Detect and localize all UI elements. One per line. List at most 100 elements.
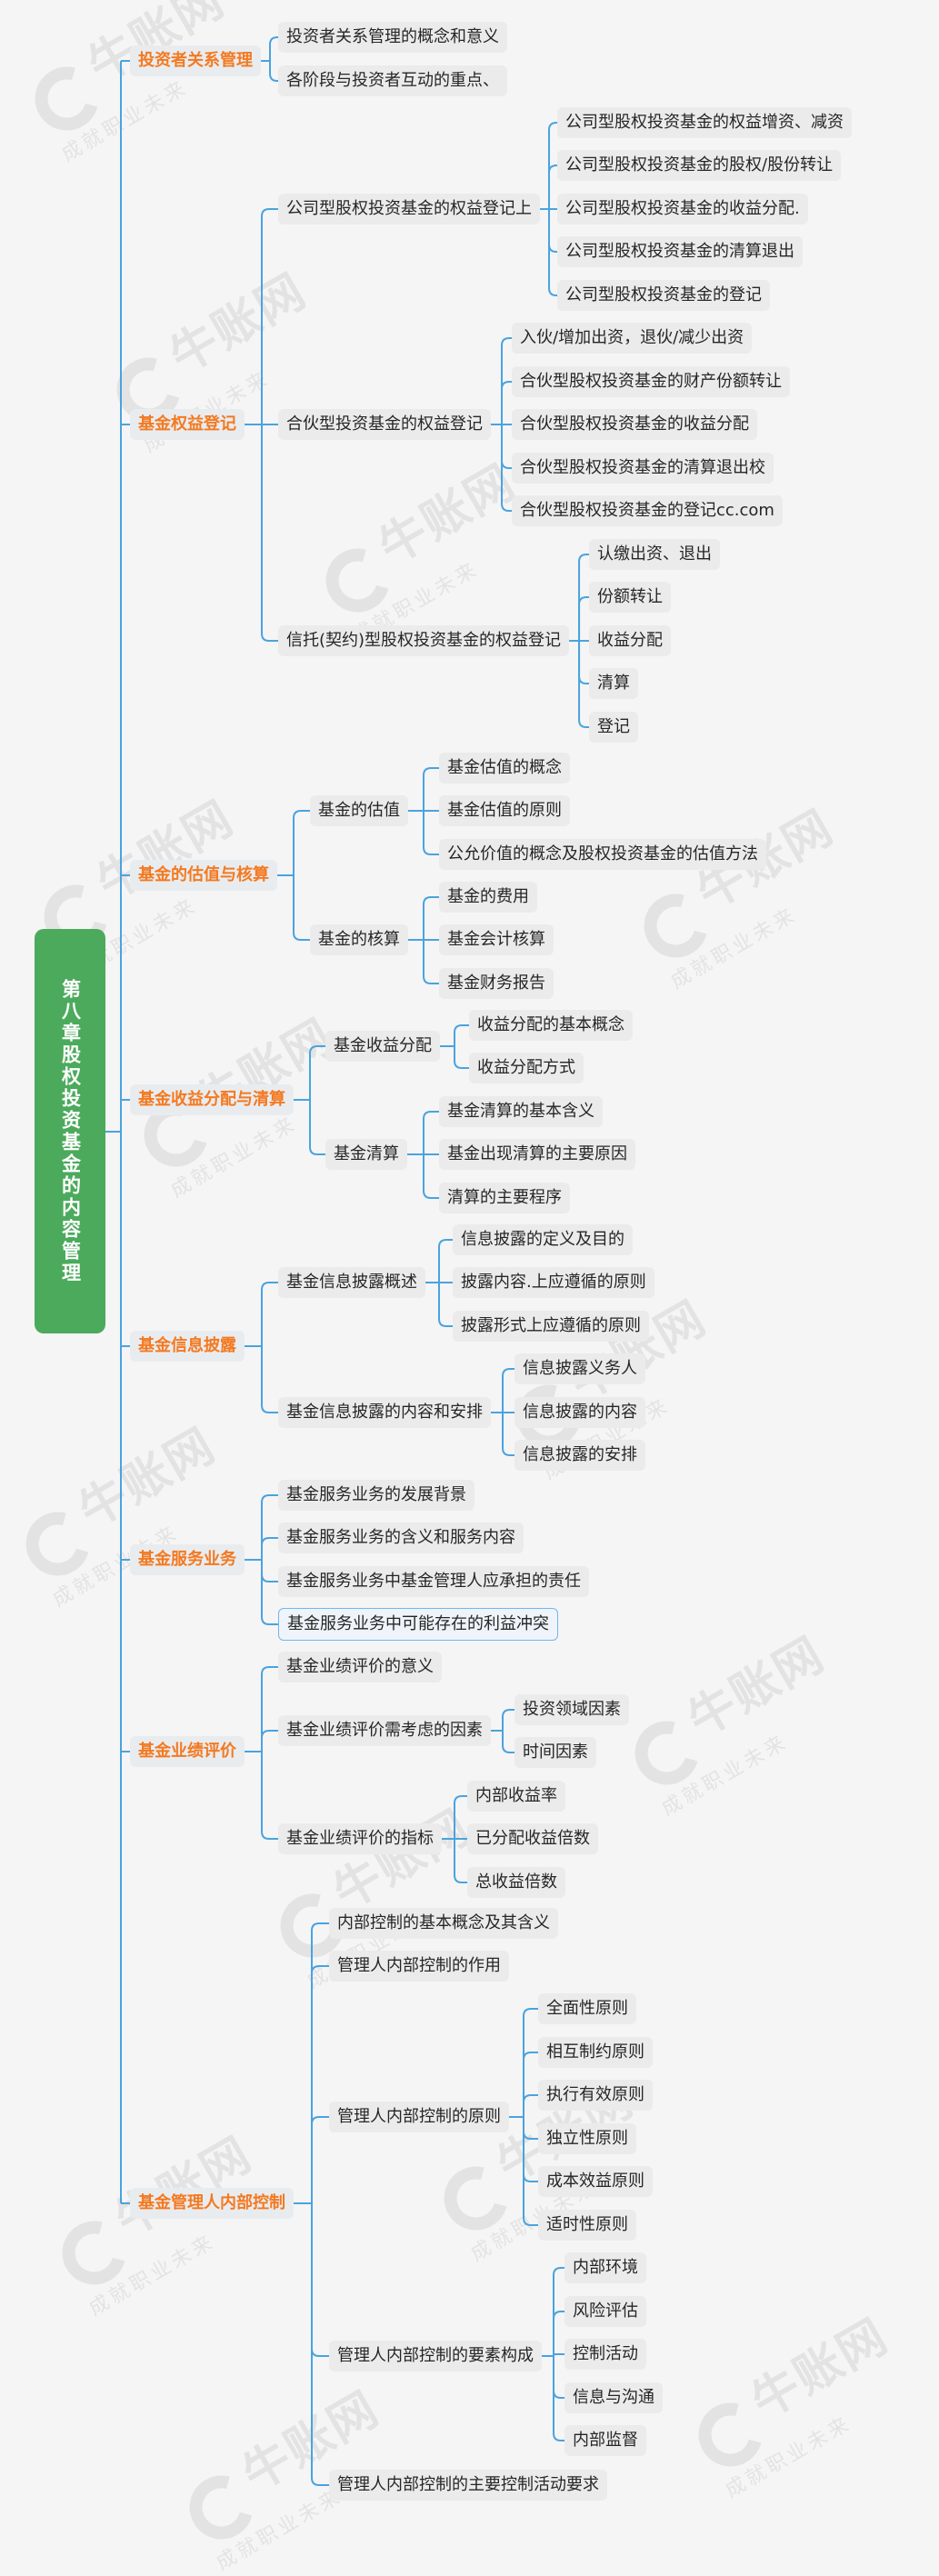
subtopic[interactable]: 管理人内部控制的主要控制活动要求 (329, 2470, 607, 2501)
leaf-topic[interactable]: 收益分配 (589, 625, 671, 656)
branch-connector-link (261, 1560, 278, 1583)
branch-topic[interactable]: 基金服务业务 (130, 1544, 245, 1575)
branch-connector-link (261, 1494, 278, 1560)
subtopic[interactable]: 基金业绩评价的意义 (278, 1652, 442, 1682)
leaf-topic[interactable]: 信息与沟通 (564, 2382, 663, 2413)
leaf-topic[interactable]: 信息披露的安排 (514, 1440, 645, 1471)
leaf-topic[interactable]: 内部环境 (564, 2252, 646, 2283)
branch-topic[interactable]: 基金权益登记 (130, 409, 245, 440)
leaf-topic[interactable]: 合伙型股权投资基金的清算退出校 (512, 453, 774, 484)
subtopic[interactable]: 基金服务业务的含义和服务内容 (278, 1523, 524, 1553)
leaf-topic[interactable]: 全面性原则 (538, 1993, 636, 2024)
leaf-topic[interactable]: 执行有效原则 (538, 2080, 653, 2111)
branch-connector-link (309, 1045, 325, 1100)
subtopic[interactable]: 基金信息披露概述 (278, 1267, 425, 1298)
leaf-topic[interactable]: 独立性原则 (538, 2123, 636, 2154)
leaf-topic[interactable]: 基金出现清算的主要原因 (439, 1139, 635, 1170)
branch-topic[interactable]: 基金业绩评价 (130, 1736, 245, 1767)
leaf-topic[interactable]: 已分配收益倍数 (467, 1823, 598, 1854)
branch-topic[interactable]: 基金信息披露 (130, 1331, 245, 1362)
leaf-topic[interactable]: 合伙型股权投资基金的收益分配 (512, 409, 757, 440)
subtopic-connector-link (553, 2353, 564, 2357)
branch-topic[interactable]: 基金管理人内部控制 (130, 2188, 294, 2219)
branch-topic[interactable]: 投资者关系管理 (130, 45, 261, 76)
subtopic[interactable]: 基金业绩评价需考虑的因素 (278, 1715, 491, 1746)
subtopic-connector-link (578, 554, 589, 641)
subtopic[interactable]: 信托(契约)型股权投资基金的权益登记 (278, 625, 570, 656)
leaf-topic[interactable]: 时间因素 (514, 1737, 596, 1768)
subtopic[interactable]: 基金的核算 (310, 924, 408, 955)
subtopic[interactable]: 基金的估值 (310, 795, 408, 826)
leaf-topic[interactable]: 入伙/增加出资，退伙/减少出资 (512, 323, 753, 354)
leaf-topic[interactable]: 基金会计核算 (439, 924, 554, 955)
subtopic-connector-link (523, 2008, 538, 2117)
leaf-topic[interactable]: 收益分配方式 (469, 1053, 584, 1083)
subtopic-connector-link (423, 940, 439, 984)
leaf-topic[interactable]: 投资领域因素 (514, 1694, 629, 1725)
branch-connector-link (293, 875, 310, 941)
leaf-topic[interactable]: 内部收益率 (467, 1781, 565, 1812)
leaf-topic[interactable]: 登记 (589, 712, 638, 743)
leaf-topic[interactable]: 披露内容.上应遵循的原则 (453, 1267, 654, 1298)
leaf-topic[interactable]: 基金估值的概念 (439, 753, 570, 784)
leaf-topic[interactable]: 公司型股权投资基金的股权/股份转让 (557, 150, 842, 181)
leaf-topic[interactable]: 信息披露的内容 (514, 1397, 645, 1428)
subtopic[interactable]: 合伙型投资基金的权益登记 (278, 409, 491, 440)
leaf-topic[interactable]: 披露形式上应遵循的原则 (453, 1311, 649, 1342)
subtopic[interactable]: 基金服务业务中基金管理人应承担的责任 (278, 1566, 589, 1597)
subtopic[interactable]: 基金收益分配 (325, 1031, 440, 1062)
leaf-topic[interactable]: 清算的主要程序 (439, 1183, 570, 1213)
subtopic[interactable]: 管理人内部控制的作用 (329, 1951, 509, 1982)
subtopic[interactable]: 基金清算 (325, 1139, 407, 1170)
branch-topic[interactable]: 基金的估值与核算 (130, 860, 277, 891)
subtopic-connector-link (501, 337, 512, 424)
subtopic-connector-link (553, 2356, 564, 2441)
leaf-topic[interactable]: 公司型股权投资基金的权益增资、减资 (557, 107, 852, 138)
subtopic[interactable]: 各阶段与投资者互动的重点、 (278, 65, 507, 96)
subtopic[interactable]: 基金业绩评价的指标 (278, 1823, 442, 1854)
leaf-topic[interactable]: 适时性原则 (538, 2210, 636, 2241)
subtopic[interactable]: 公司型股权投资基金的权益登记上 (278, 194, 540, 225)
subtopic-connector-link (423, 1154, 439, 1199)
subtopic-connector-link (454, 1024, 469, 1046)
subtopic-connector-link (523, 2117, 538, 2182)
leaf-topic[interactable]: 公司型股权投资基金的清算退出 (557, 236, 803, 267)
leaf-topic[interactable]: 清算 (589, 668, 638, 699)
leaf-topic[interactable]: 公司型股权投资基金的收益分配. (557, 194, 808, 225)
leaf-topic[interactable]: 公允价值的概念及股权投资基金的估值方法 (439, 839, 766, 870)
leaf-topic[interactable]: 合伙型股权投资基金的财产份额转让 (512, 366, 790, 397)
leaf-topic[interactable]: 合伙型股权投资基金的登记cc.com (512, 495, 783, 526)
subtopic-connector-link (548, 209, 557, 296)
subtopic[interactable]: 管理人内部控制的原则 (329, 2102, 509, 2132)
subtopic-connector-link (548, 209, 557, 253)
leaf-topic[interactable]: 成本效益原则 (538, 2166, 653, 2197)
subtopic-connector-link (578, 641, 589, 684)
leaf-topic[interactable]: 份额转让 (589, 582, 671, 613)
leaf-topic[interactable]: 相互制约原则 (538, 2037, 653, 2068)
subtopic[interactable]: 管理人内部控制的要素构成 (329, 2341, 542, 2371)
subtopic[interactable]: 基金信息披露的内容和安排 (278, 1397, 491, 1428)
leaf-topic[interactable]: 总收益倍数 (467, 1867, 565, 1898)
subtopic[interactable]: 基金服务业务中可能存在的利益冲突 (278, 1608, 558, 1641)
subtopic-connector-link (454, 1046, 469, 1069)
leaf-topic[interactable]: 认缴出资、退出 (589, 539, 720, 570)
subtopic-connector-link (548, 165, 557, 209)
leaf-topic[interactable]: 信息披露的定义及目的 (453, 1224, 633, 1255)
subtopic[interactable]: 基金服务业务的发展背景 (278, 1480, 474, 1511)
leaf-topic[interactable]: 基金估值的原则 (439, 795, 570, 826)
leaf-topic[interactable]: 公司型股权投资基金的登记 (557, 280, 770, 311)
subtopic[interactable]: 投资者关系管理的概念和意义 (278, 22, 507, 53)
subtopic-connector-link (523, 2117, 538, 2140)
leaf-topic[interactable]: 基金的费用 (439, 882, 537, 913)
leaf-topic[interactable]: 内部监督 (564, 2425, 646, 2456)
leaf-topic[interactable]: 基金清算的基本含义 (439, 1096, 603, 1127)
leaf-topic[interactable]: 信息披露义务人 (514, 1353, 645, 1384)
branch-topic[interactable]: 基金收益分配与清算 (130, 1084, 294, 1115)
leaf-topic[interactable]: 收益分配的基本概念 (469, 1010, 633, 1041)
leaf-topic[interactable]: 控制活动 (564, 2339, 646, 2370)
subtopic[interactable]: 内部控制的基本概念及其含义 (329, 1908, 558, 1939)
connector-lines (105, 36, 589, 2486)
leaf-topic[interactable]: 风险评估 (564, 2296, 646, 2327)
leaf-topic[interactable]: 基金财务报告 (439, 968, 554, 999)
root-topic[interactable]: 第八章股权投资基金的内容管理 (35, 929, 105, 1333)
